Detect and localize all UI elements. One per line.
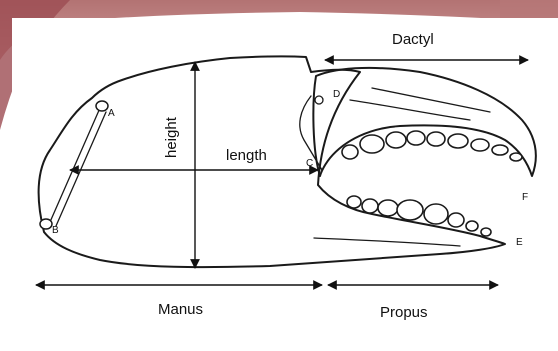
diagram-card	[12, 18, 558, 351]
propus-label: Propus	[380, 304, 428, 321]
dactyl-label: Dactyl	[392, 31, 434, 48]
height-label: height	[163, 116, 180, 158]
point-b-label: B	[52, 225, 59, 236]
point-c-label: C	[306, 158, 313, 169]
point-d-marker	[315, 96, 323, 104]
length-label: length	[226, 147, 267, 164]
point-e-label: E	[516, 237, 523, 248]
point-a-marker	[96, 101, 108, 111]
point-b-marker	[40, 219, 52, 229]
manus-label: Manus	[158, 301, 203, 318]
point-d-label: D	[333, 89, 340, 100]
point-f-label: F	[522, 192, 528, 203]
point-a-label: A	[108, 108, 115, 119]
